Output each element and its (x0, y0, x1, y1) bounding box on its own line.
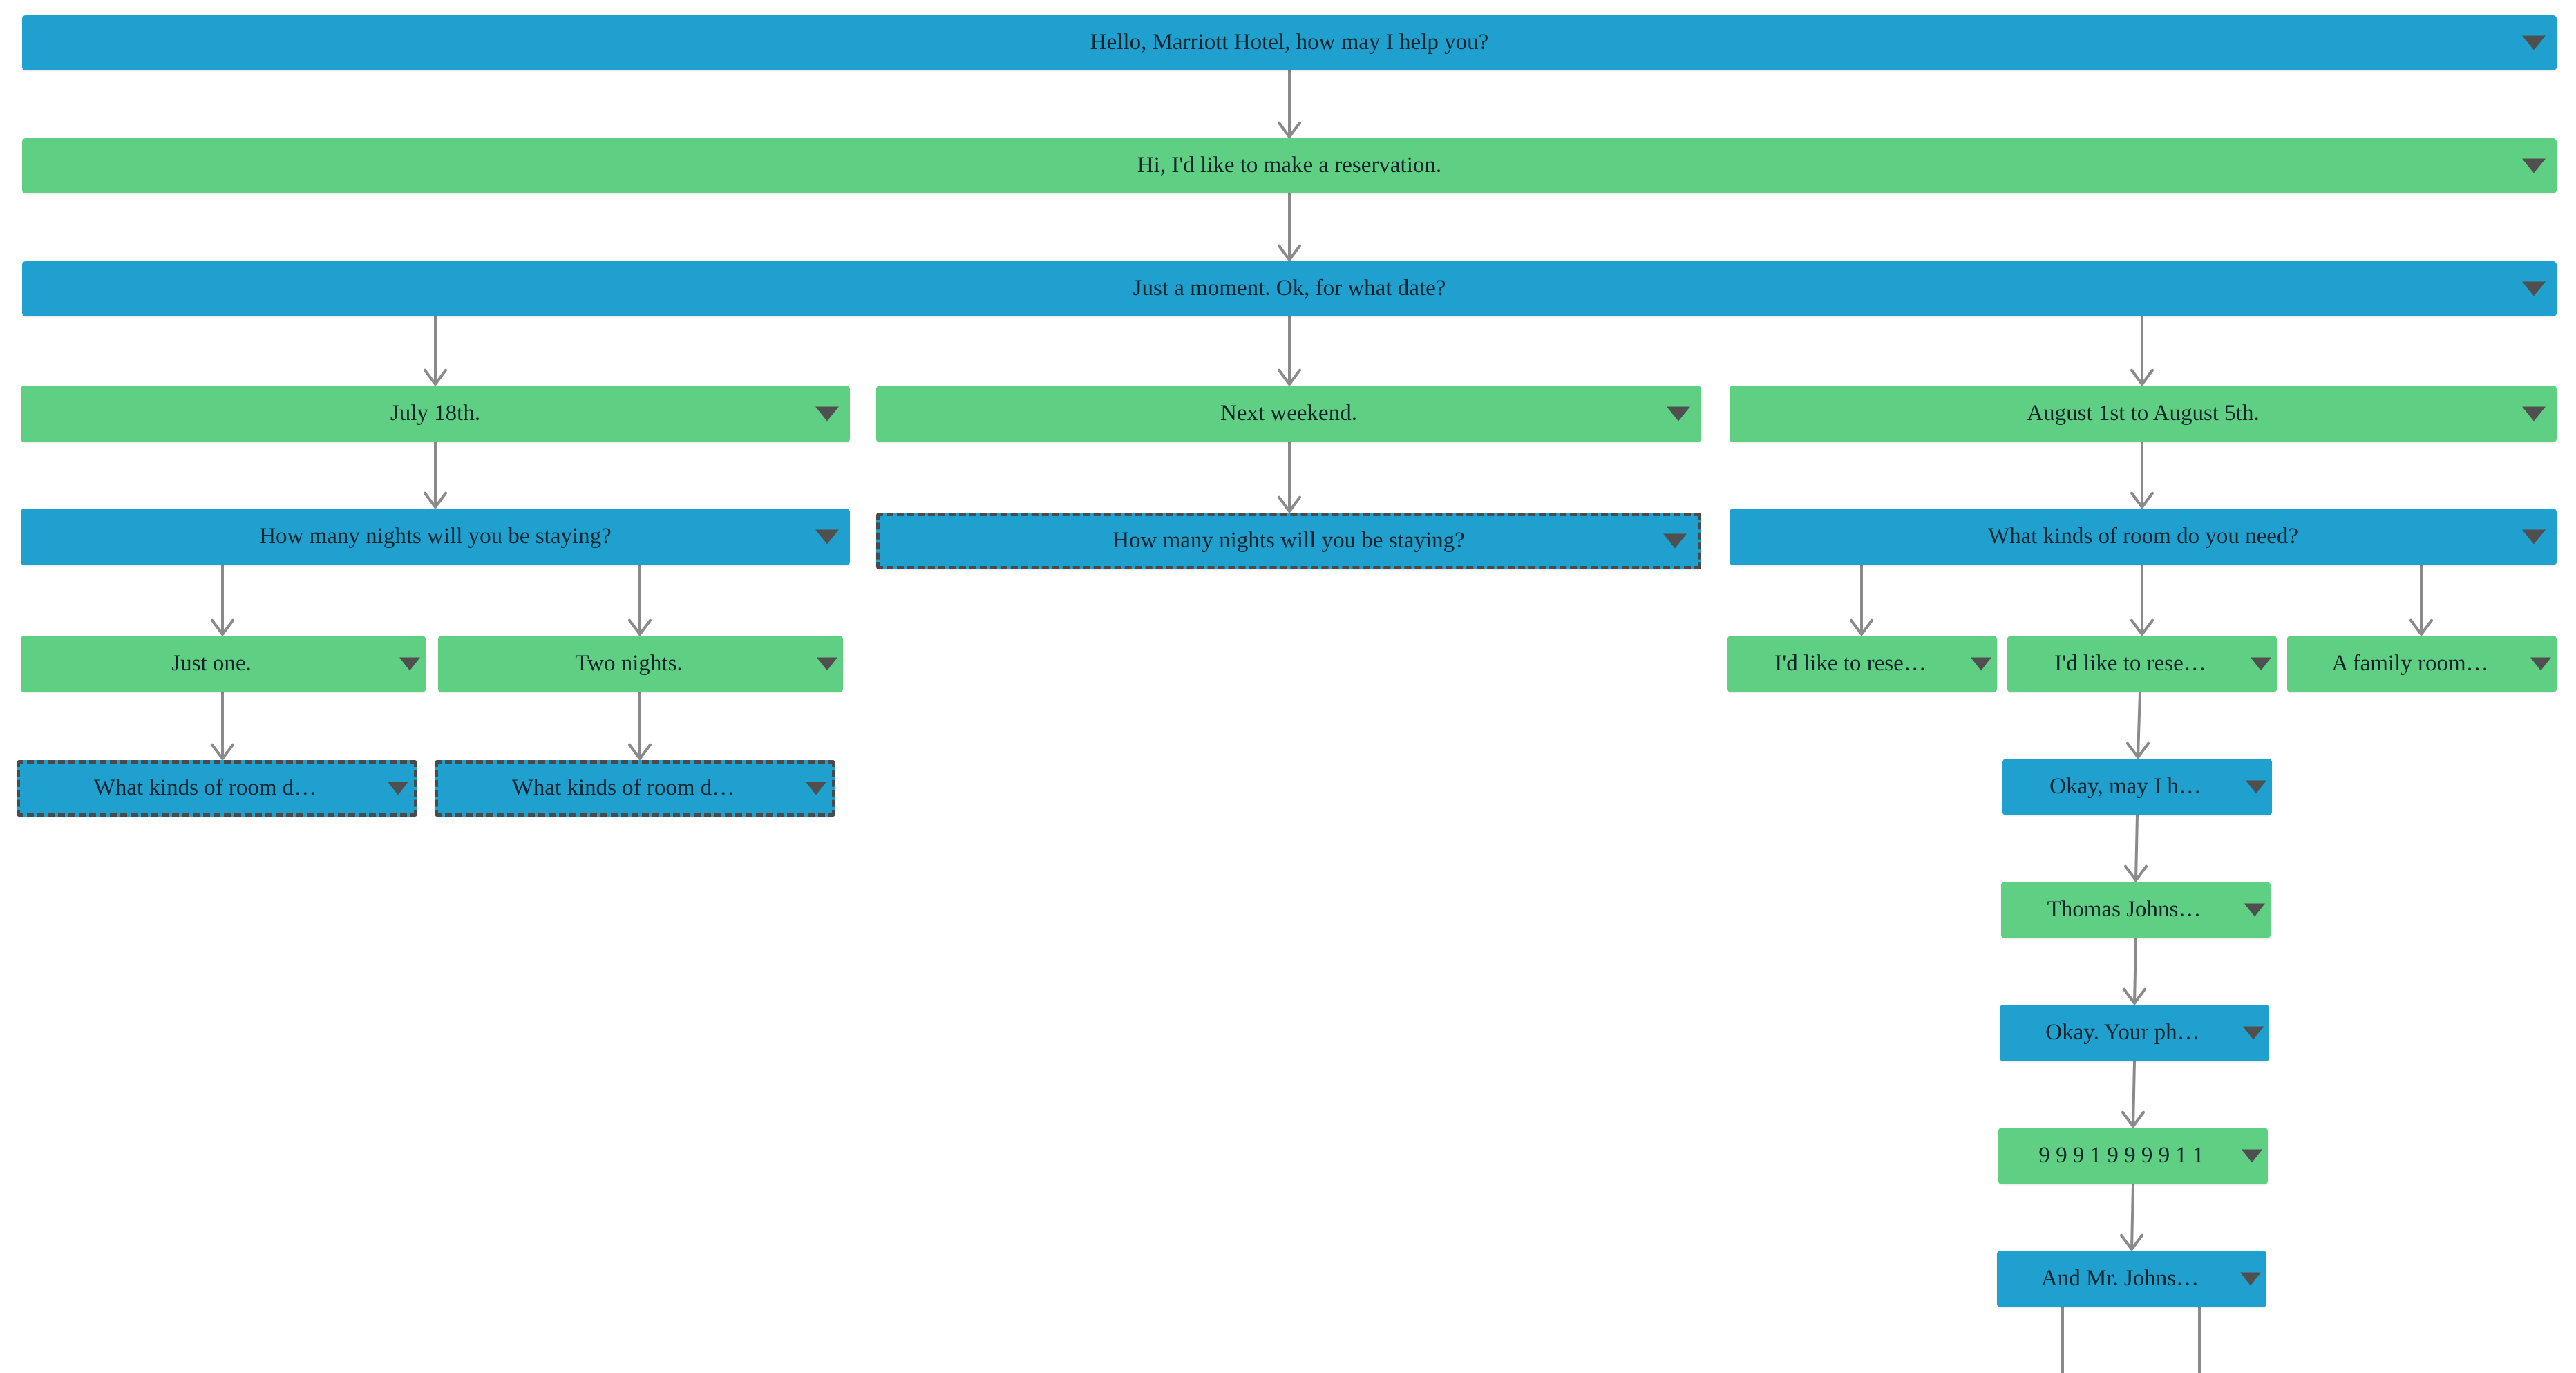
flow-edge (424, 316, 447, 386)
flow-edge (2126, 692, 2150, 759)
flow-node-label: Just one. (171, 651, 252, 676)
chevron-down-icon[interactable] (806, 782, 826, 795)
flow-node-label: 9 9 9 1 9 9 9 9 1 1 (2038, 1143, 2204, 1168)
flow-node-agent[interactable]: How many nights will you be staying? (21, 509, 850, 565)
flow-node-user[interactable]: I'd like to rese… (2007, 636, 2277, 692)
flow-node-label: August 1st to August 5th. (2027, 401, 2260, 426)
flow-edge (1278, 316, 1301, 386)
flow-edge (2130, 442, 2154, 509)
flow-edge (2121, 1061, 2145, 1128)
flow-node-agent[interactable]: What kinds of room do you need? (1730, 509, 2557, 565)
flow-edge (211, 692, 234, 760)
flow-node-agent[interactable]: Okay, may I h… (2002, 759, 2272, 815)
chevron-down-icon[interactable] (2522, 406, 2546, 422)
flow-node-agent[interactable]: Okay. Your ph… (2000, 1005, 2269, 1061)
chevron-down-icon[interactable] (388, 782, 408, 795)
chevron-down-icon[interactable] (2244, 903, 2265, 917)
flow-node-user[interactable]: 9 9 9 1 9 9 9 9 1 1 (1998, 1128, 2268, 1184)
flow-node-label: Okay. Your ph… (2045, 1020, 2200, 1045)
flow-edge (628, 692, 652, 760)
chevron-down-icon[interactable] (2240, 1272, 2261, 1286)
flow-node-user[interactable]: Just one. (21, 636, 426, 692)
chevron-down-icon[interactable] (815, 529, 839, 545)
flow-edge (628, 565, 652, 636)
flow-edge (2124, 815, 2148, 882)
chevron-down-icon[interactable] (2522, 281, 2546, 296)
flow-node-agent[interactable]: What kinds of room d… (435, 760, 835, 817)
flow-node-user[interactable]: Thomas Johns… (2001, 882, 2271, 938)
flow-node-label: What kinds of room do you need? (1987, 524, 2299, 549)
flow-node-label: Hello, Marriott Hotel, how may I help yo… (1090, 30, 1489, 55)
flow-node-agent[interactable]: And Mr. Johns… (1997, 1251, 2266, 1307)
flow-edge (1278, 442, 1301, 513)
chevron-down-icon[interactable] (2522, 158, 2546, 173)
flow-edge (2120, 1184, 2143, 1251)
flow-edge (1278, 193, 1301, 261)
chevron-down-icon[interactable] (1667, 406, 1690, 422)
flow-node-label: Just a moment. Ok, for what date? (1133, 276, 1446, 301)
flow-node-label: July 18th. (390, 401, 481, 426)
flow-node-label: Okay, may I h… (2049, 774, 2201, 799)
flow-edge (1850, 565, 1873, 636)
flow-edge (211, 565, 234, 636)
chevron-down-icon[interactable] (1663, 533, 1687, 549)
flow-node-label: I'd like to rese… (1774, 651, 1926, 676)
flow-node-label: And Mr. Johns… (2040, 1266, 2199, 1291)
flow-node-label: Next weekend. (1220, 401, 1357, 426)
flow-node-label: Two nights. (575, 651, 683, 676)
chevron-down-icon[interactable] (399, 657, 420, 671)
flow-node-label: What kinds of room d… (511, 775, 735, 801)
flow-node-user[interactable]: I'd like to rese… (1727, 636, 1997, 692)
chevron-down-icon[interactable] (2242, 1149, 2262, 1163)
chevron-down-icon[interactable] (2243, 1026, 2264, 1040)
flow-node-user[interactable]: July 18th. (21, 386, 850, 442)
flow-node-label: Thomas Johns… (2047, 897, 2201, 922)
flow-node-user[interactable]: A family room… (2287, 636, 2557, 692)
flow-edge (2130, 565, 2154, 636)
flow-node-agent[interactable]: How many nights will you be staying? (876, 513, 1701, 569)
flow-node-label: What kinds of room d… (93, 775, 317, 801)
flow-node-user[interactable]: August 1st to August 5th. (1730, 386, 2557, 442)
flow-edge (424, 442, 447, 509)
flow-node-agent[interactable]: What kinds of room d… (17, 760, 417, 817)
flow-node-agent[interactable]: Just a moment. Ok, for what date? (22, 261, 2557, 316)
chevron-down-icon[interactable] (815, 406, 839, 422)
flow-node-user[interactable]: Two nights. (438, 636, 843, 692)
chevron-down-icon[interactable] (2246, 780, 2266, 794)
flow-edge (2409, 565, 2433, 636)
chevron-down-icon[interactable] (2530, 657, 2551, 671)
chevron-down-icon[interactable] (2522, 35, 2546, 50)
flow-node-agent[interactable]: Hello, Marriott Hotel, how may I help yo… (22, 15, 2557, 70)
flow-node-user[interactable]: Next weekend. (876, 386, 1701, 442)
chevron-down-icon[interactable] (2522, 529, 2546, 545)
chevron-down-icon[interactable] (817, 657, 837, 671)
flow-node-label: How many nights will you be staying? (1112, 528, 1465, 553)
flow-edge (1278, 70, 1301, 138)
flow-edge (2123, 938, 2146, 1005)
flow-node-user[interactable]: Hi, I'd like to make a reservation. (22, 138, 2557, 193)
flow-edge (2130, 316, 2154, 386)
chevron-down-icon[interactable] (2251, 657, 2271, 671)
flow-node-label: I'd like to rese… (2054, 651, 2206, 676)
flow-node-label: How many nights will you be staying? (259, 524, 612, 549)
chevron-down-icon[interactable] (1971, 657, 1991, 671)
flow-node-label: Hi, I'd like to make a reservation. (1137, 153, 1442, 178)
flow-node-label: A family room… (2331, 651, 2489, 676)
